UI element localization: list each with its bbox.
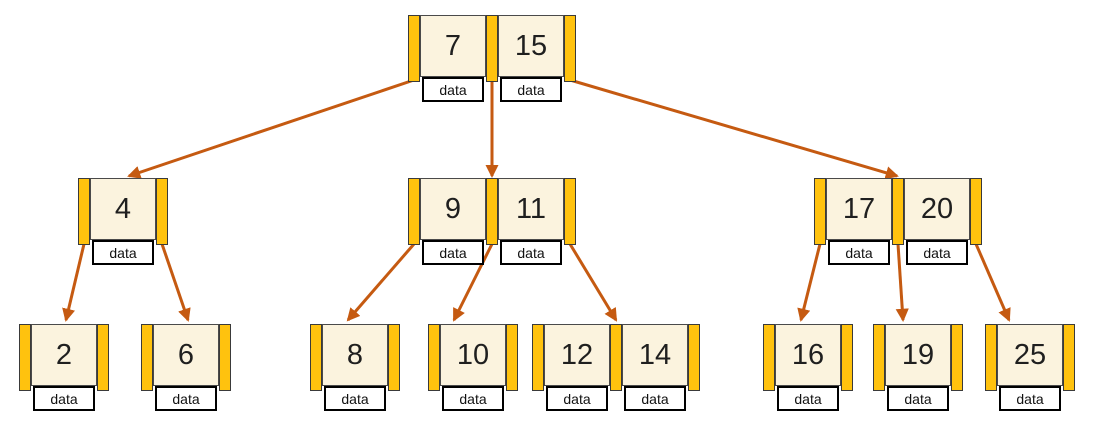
child-pointer-slot-8-0 xyxy=(310,324,322,391)
data-pointer-box-4: data xyxy=(92,240,154,265)
child-pointer-slot-17-20-1 xyxy=(892,178,904,245)
tree-edge-9-11-to-12-14 xyxy=(568,243,618,322)
data-pointer-box-9: data xyxy=(422,240,484,265)
key-cell-16: 16 xyxy=(775,324,841,386)
key-cell-15: 15 xyxy=(498,15,564,77)
child-pointer-slot-17-20-0 xyxy=(814,178,826,245)
key-cell-14: 14 xyxy=(622,324,688,386)
child-pointer-slot-7-15-1 xyxy=(486,15,498,82)
key-cell-7: 7 xyxy=(420,15,486,77)
child-pointer-slot-25-0 xyxy=(985,324,997,391)
key-cell-8: 8 xyxy=(322,324,388,386)
child-pointer-slot-10-0 xyxy=(428,324,440,391)
data-pointer-box-10: data xyxy=(442,386,504,411)
key-cell-20: 20 xyxy=(904,178,970,240)
child-pointer-slot-12-14-2 xyxy=(688,324,700,391)
child-pointer-slot-8-1 xyxy=(388,324,400,391)
tree-edge-9-11-to-8 xyxy=(346,243,416,322)
key-cell-25: 25 xyxy=(997,324,1063,386)
child-pointer-slot-7-15-2 xyxy=(564,15,576,82)
child-pointer-slot-2-1 xyxy=(97,324,109,391)
child-pointer-slot-12-14-0 xyxy=(532,324,544,391)
child-pointer-slot-4-0 xyxy=(78,178,90,245)
key-cell-row: 8 xyxy=(310,324,400,391)
tree-edge-7-15-to-4 xyxy=(127,78,415,179)
child-pointer-slot-19-0 xyxy=(873,324,885,391)
child-pointer-slot-9-11-1 xyxy=(486,178,498,245)
key-cell-row: 2 xyxy=(19,324,109,391)
tree-edge-4-to-2 xyxy=(62,243,86,322)
key-cell-10: 10 xyxy=(440,324,506,386)
data-pointer-box-20: data xyxy=(906,240,968,265)
child-pointer-slot-4-1 xyxy=(156,178,168,245)
data-pointer-box-2: data xyxy=(33,386,95,411)
tree-edge-17-20-to-25 xyxy=(974,243,1011,322)
child-pointer-slot-10-1 xyxy=(506,324,518,391)
key-cell-19: 19 xyxy=(885,324,951,386)
data-pointer-box-19: data xyxy=(887,386,949,411)
tree-edge-4-to-6 xyxy=(160,243,191,322)
data-pointer-box-6: data xyxy=(155,386,217,411)
child-pointer-slot-9-11-0 xyxy=(408,178,420,245)
key-cell-row: 4 xyxy=(78,178,168,245)
tree-edge-17-20-to-16 xyxy=(797,243,822,322)
data-pointer-box-17: data xyxy=(828,240,890,265)
child-pointer-slot-12-14-1 xyxy=(610,324,622,391)
child-pointer-slot-19-1 xyxy=(951,324,963,391)
data-pointer-box-7: data xyxy=(422,77,484,102)
key-cell-9: 9 xyxy=(420,178,486,240)
key-cell-4: 4 xyxy=(90,178,156,240)
child-pointer-slot-16-0 xyxy=(763,324,775,391)
key-cell-row: 6 xyxy=(141,324,231,391)
tree-edge-17-20-to-19 xyxy=(895,243,909,322)
child-pointer-slot-6-0 xyxy=(141,324,153,391)
data-pointer-box-11: data xyxy=(500,240,562,265)
child-pointer-slot-25-1 xyxy=(1063,324,1075,391)
key-cell-6: 6 xyxy=(153,324,219,386)
data-pointer-box-8: data xyxy=(324,386,386,411)
tree-edge-7-15-to-17-20 xyxy=(569,78,899,180)
data-pointer-box-15: data xyxy=(500,77,562,102)
key-cell-row: 16 xyxy=(763,324,853,391)
data-pointer-box-25: data xyxy=(999,386,1061,411)
key-cell-17: 17 xyxy=(826,178,892,240)
child-pointer-slot-2-0 xyxy=(19,324,31,391)
child-pointer-slot-7-15-0 xyxy=(408,15,420,82)
key-cell-11: 11 xyxy=(498,178,564,240)
child-pointer-slot-17-20-2 xyxy=(970,178,982,245)
key-cell-row: 10 xyxy=(428,324,518,391)
data-pointer-box-12: data xyxy=(546,386,608,411)
child-pointer-slot-16-1 xyxy=(841,324,853,391)
data-pointer-box-16: data xyxy=(777,386,839,411)
data-pointer-box-14: data xyxy=(624,386,686,411)
key-cell-2: 2 xyxy=(31,324,97,386)
child-pointer-slot-9-11-2 xyxy=(564,178,576,245)
key-cell-12: 12 xyxy=(544,324,610,386)
key-cell-row: 19 xyxy=(873,324,963,391)
key-cell-row: 25 xyxy=(985,324,1075,391)
child-pointer-slot-6-1 xyxy=(219,324,231,391)
